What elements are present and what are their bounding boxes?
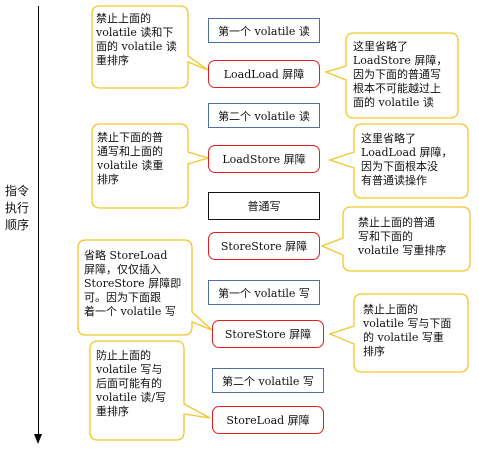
box-loadload-barrier: LoadLoad 屏障: [208, 60, 320, 88]
callout-bubble-7: [328, 293, 469, 373]
callout-bubble-6: [77, 239, 213, 336]
box-storestore-barrier-2: StoreStore 屏障: [212, 320, 324, 348]
box-storeload-barrier: StoreLoad 屏障: [212, 406, 324, 434]
box-loadstore-barrier: LoadStore 屏障: [208, 145, 320, 173]
execution-order-arrowhead: [34, 434, 42, 444]
box-storestore-barrier-1: StoreStore 屏障: [208, 232, 320, 260]
box-volatile-write-1: 第一个 volatile 写: [208, 280, 320, 305]
callout-bubble-5: [320, 206, 471, 272]
box-volatile-write-2: 第二个 volatile 写: [212, 368, 324, 393]
callout-bubble-8: [89, 340, 211, 441]
execution-order-label: 指令执行顺序: [4, 184, 29, 232]
callout-bubble-3: [91, 123, 211, 209]
box-normal-write: 普通写: [208, 192, 320, 220]
callout-bubble-2: [324, 32, 459, 119]
box-volatile-read-2: 第二个 volatile 读: [208, 103, 320, 128]
box-volatile-read-1: 第一个 volatile 读: [208, 18, 320, 43]
callout-bubble-4: [327, 123, 469, 199]
callout-bubble-1: [91, 5, 209, 89]
execution-order-arrow: [38, 6, 39, 436]
